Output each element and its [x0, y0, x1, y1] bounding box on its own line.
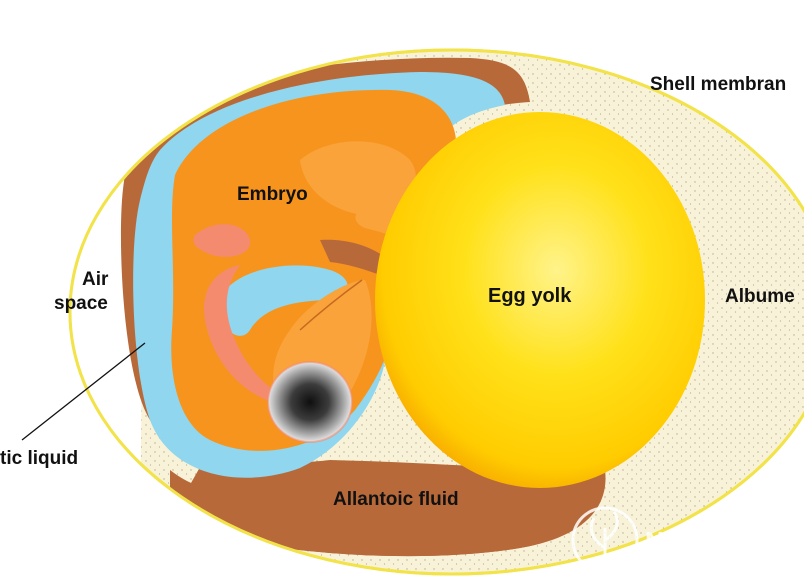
embryo-eye-rim [267, 361, 353, 443]
watermark-tagline: медицинский портал [650, 559, 770, 573]
watermark-name: Neboleem.net [645, 526, 794, 556]
amniotic-leader-line [21, 342, 146, 441]
embryo-mouth [299, 279, 363, 331]
label-egg-yolk: Egg yolk [488, 285, 572, 307]
allantois-lower [170, 461, 606, 557]
embryo-eye [268, 362, 352, 442]
label-embryo: Embryo [237, 184, 308, 205]
amnion-inner-loop [219, 265, 348, 336]
watermark-name-main: Neboleem [645, 526, 769, 556]
watermark: Neboleem.net медицинский портал [571, 506, 794, 574]
watermark-name-suffix: .net [769, 529, 794, 545]
embryo-tail [193, 224, 251, 257]
egg-yolk [375, 112, 705, 488]
embryo-head-highlight [300, 141, 416, 216]
embryo-inner-curve [204, 265, 300, 406]
label-albumen: Albume [725, 286, 795, 307]
watermark-logo-icon [571, 506, 639, 574]
label-air-space-line2: space [54, 293, 108, 314]
label-shell-membrane: Shell membran [650, 74, 786, 95]
shell-outline-top [68, 48, 804, 576]
label-allantoic-fluid: Allantoic fluid [333, 489, 459, 510]
label-air-space-line1: Air [82, 269, 109, 290]
label-amniotic-liquid: tic liquid [0, 448, 78, 469]
watermark-leaf-icon [589, 511, 619, 570]
